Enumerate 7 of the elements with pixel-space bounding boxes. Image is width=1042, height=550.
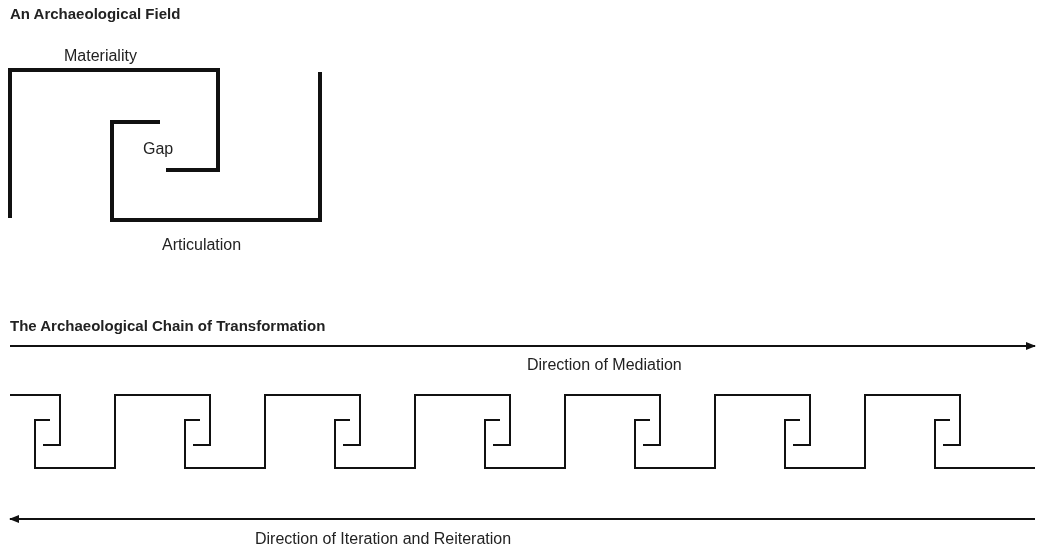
part-label: Materiality (64, 47, 137, 65)
part-label: Gap (143, 140, 174, 158)
axis-label: Direction of Iteration and Reiteration (255, 530, 512, 548)
section-heading: The Archaeological Chain of Transformation (10, 318, 326, 335)
axis-label: Direction of Mediation (527, 356, 682, 374)
part-label: Articulation (162, 236, 242, 254)
section-heading: An Archaeological Field (10, 6, 181, 23)
